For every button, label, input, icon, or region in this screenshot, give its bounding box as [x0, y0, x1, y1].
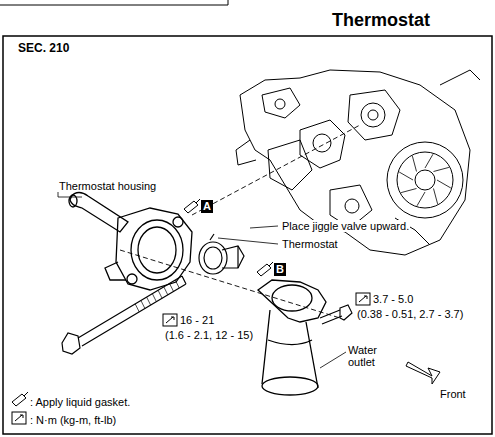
torque-value: 3.7 - 5.0	[373, 293, 413, 305]
torque-value: (1.6 - 2.1, 12 - 15)	[165, 329, 253, 341]
part-name: Water outlet	[348, 344, 390, 368]
torque-value: (0.38 - 0.51, 2.7 - 3.7)	[357, 308, 463, 320]
gasket-mark: A	[201, 200, 213, 213]
legend-text: : Apply liquid gasket.	[30, 396, 130, 408]
torque-value: 16 - 21	[180, 314, 214, 326]
legend-text: : N·m (kg-m, ft-lb)	[30, 414, 116, 426]
part-name: Thermostat housing	[59, 180, 156, 192]
part-name: Thermostat	[281, 238, 339, 250]
title: Thermostat	[332, 10, 430, 30]
section-number: SEC. 210	[18, 42, 69, 54]
note: Place jiggle valve upward.	[281, 220, 410, 232]
gasket-mark: B	[274, 263, 286, 276]
direction-label: Front	[440, 388, 466, 400]
